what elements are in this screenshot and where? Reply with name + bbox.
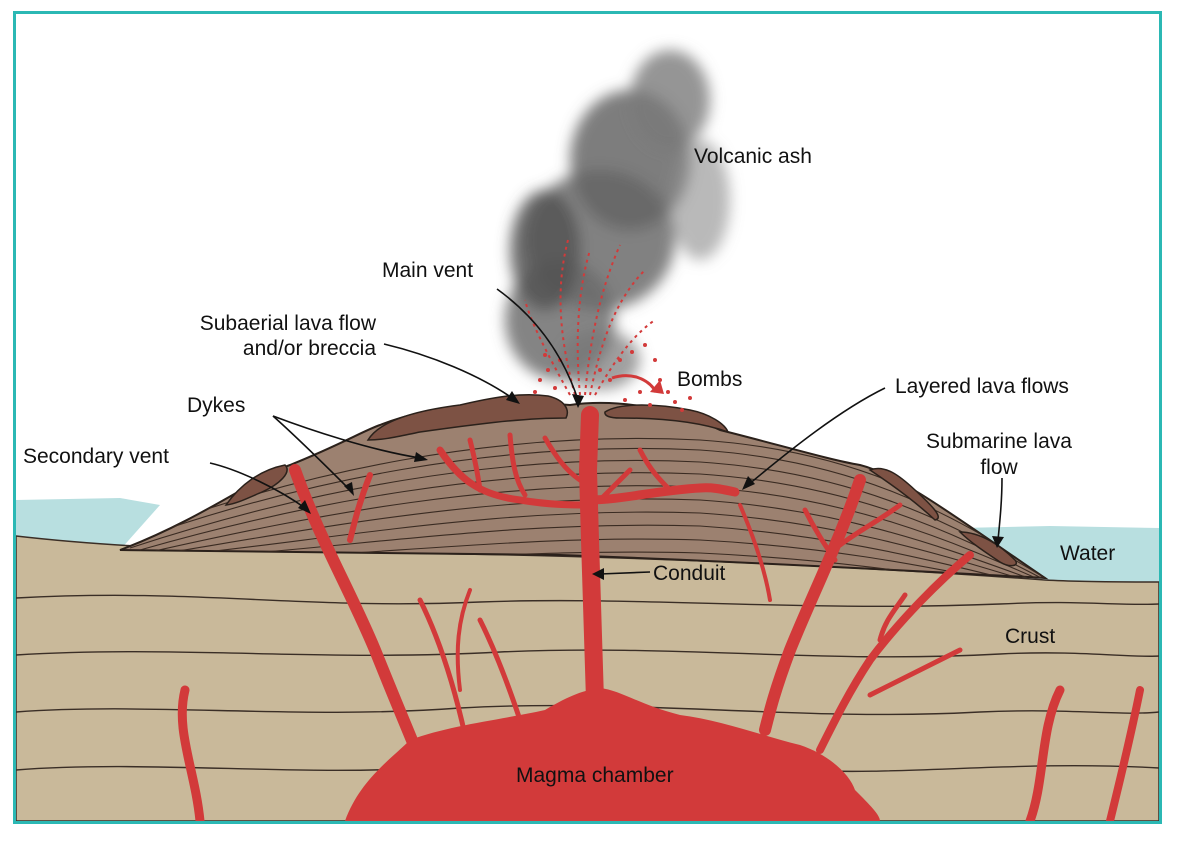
magma-system xyxy=(177,406,1144,821)
label-conduit: Conduit xyxy=(653,562,726,585)
leader-arrowheads xyxy=(298,391,1004,580)
label-subaerial-line2: and/or breccia xyxy=(243,337,376,360)
label-bombs: Bombs xyxy=(677,368,742,391)
subaerial-lava-caps xyxy=(224,393,1017,567)
ash-plume xyxy=(505,50,730,390)
label-crust: Crust xyxy=(1005,625,1055,648)
label-dykes: Dykes xyxy=(187,394,245,417)
water-right xyxy=(960,526,1159,582)
label-layered-lava-flows: Layered lava flows xyxy=(895,375,1069,398)
label-secondary-vent: Secondary vent xyxy=(23,445,169,468)
label-magma-chamber: Magma chamber xyxy=(516,764,674,787)
label-subaerial-line1: Subaerial lava flow xyxy=(200,312,377,335)
label-volcanic-ash: Volcanic ash xyxy=(694,145,812,168)
leader-lines xyxy=(209,288,1003,575)
label-submarine-line2: flow xyxy=(980,456,1018,479)
bomb-arrowhead xyxy=(650,380,664,394)
label-submarine-line1: Submarine lava xyxy=(926,430,1072,453)
label-water: Water xyxy=(1060,542,1115,565)
ejecta-trails xyxy=(524,239,656,396)
label-main-vent: Main vent xyxy=(382,259,473,282)
water-left xyxy=(16,498,160,550)
bomb-scatter xyxy=(533,343,692,412)
magma-chamber xyxy=(345,688,880,821)
